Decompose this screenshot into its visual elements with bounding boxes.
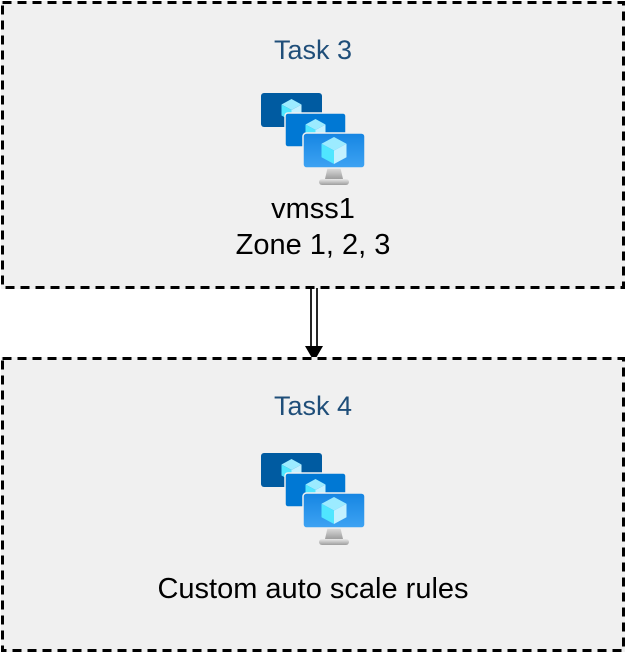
task4-labels: Custom auto scale rules (157, 571, 468, 607)
autoscale-label: Custom auto scale rules (157, 573, 469, 605)
task3-title: Task 3 (273, 35, 353, 65)
dashed-border (1, 357, 625, 652)
task3-box: Task 3 vmss1 Zone 1, 2, 3 (1, 1, 625, 289)
task3-labels: vmss1 Zone 1, 2, 3 (236, 191, 391, 263)
down-arrow-connector (305, 288, 323, 362)
task4-title: Task 4 (273, 391, 353, 421)
task4-box: Task 4 Custom auto scale rules (1, 357, 625, 652)
dashed-border (1, 1, 625, 289)
vmss-icon (261, 93, 365, 187)
vmss-name-label: vmss1 (271, 193, 355, 225)
vmss-icon (261, 453, 365, 547)
zones-label: Zone 1, 2, 3 (235, 229, 391, 261)
